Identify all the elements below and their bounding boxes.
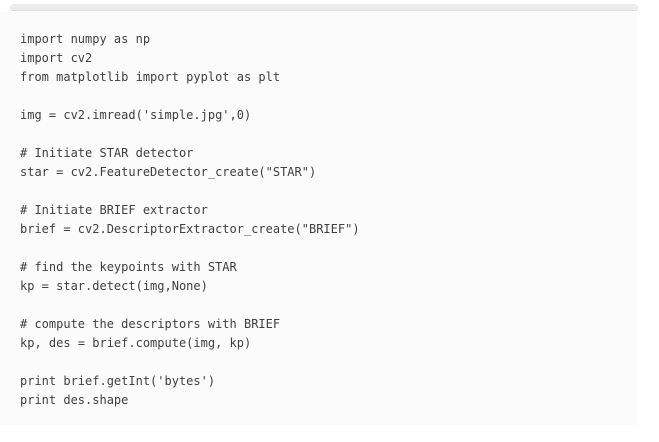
code-line bbox=[20, 239, 637, 258]
code-line bbox=[20, 87, 637, 106]
code-line: # Initiate STAR detector bbox=[20, 146, 194, 160]
code-line: # find the keypoints with STAR bbox=[20, 260, 237, 274]
code-line: # Initiate BRIEF extractor bbox=[20, 203, 208, 217]
code-line: kp = star.detect(img,None) bbox=[20, 279, 208, 293]
code-line: star = cv2.FeatureDetector_create("STAR"… bbox=[20, 165, 317, 179]
code-line bbox=[20, 125, 637, 144]
top-divider-strip bbox=[10, 4, 638, 11]
code-line bbox=[20, 353, 637, 372]
code-line: # compute the descriptors with BRIEF bbox=[20, 317, 281, 331]
code-line: import cv2 bbox=[20, 51, 93, 65]
code-line: brief = cv2.DescriptorExtractor_create("… bbox=[20, 222, 360, 236]
code-line: import numpy as np bbox=[20, 32, 151, 46]
code-block: import numpy as np import cv2 from matplot… bbox=[0, 12, 637, 425]
code-line: print brief.getInt('bytes') bbox=[20, 374, 216, 388]
code-line bbox=[20, 182, 637, 201]
code-line: img = cv2.imread('simple.jpg',0) bbox=[20, 108, 252, 122]
code-line: from matplotlib import pyplot as plt bbox=[20, 70, 281, 84]
code-line: print des.shape bbox=[20, 393, 129, 407]
code-lines-container: import numpy as np import cv2 from matplot… bbox=[20, 30, 637, 410]
code-line bbox=[20, 296, 637, 315]
code-line: kp, des = brief.compute(img, kp) bbox=[20, 336, 252, 350]
